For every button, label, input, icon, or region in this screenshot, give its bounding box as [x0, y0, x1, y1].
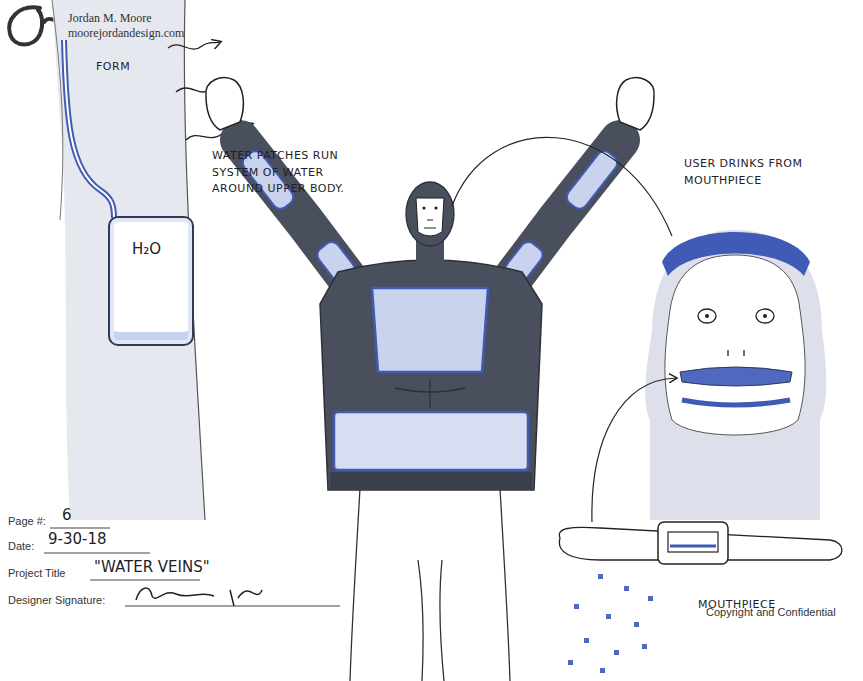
- project-title: "WATER VEINS": [94, 558, 210, 576]
- designer-name: Jordan M. Moore: [68, 11, 152, 26]
- material-label: FORM: [96, 60, 130, 73]
- page-number: 6: [62, 506, 72, 524]
- node-text: H₂O: [132, 240, 170, 258]
- form-field: Date:: [8, 540, 34, 552]
- copyright-note: Copyright and Confidential: [706, 606, 836, 618]
- callout-note: WATER PATCHES RUN SYSTEM OF WATER AROUND…: [212, 148, 362, 198]
- form-field: Page #:: [8, 515, 46, 527]
- form-field: Designer Signature:: [8, 594, 105, 606]
- website: moorejordandesign.com: [68, 26, 184, 41]
- water-patch: H₂O: [108, 216, 194, 346]
- form-field: Project Title: [8, 567, 65, 579]
- callout-note: USER DRINKS FROM MOUTHPIECE: [684, 156, 804, 189]
- date-value: 9-30-18: [48, 530, 107, 548]
